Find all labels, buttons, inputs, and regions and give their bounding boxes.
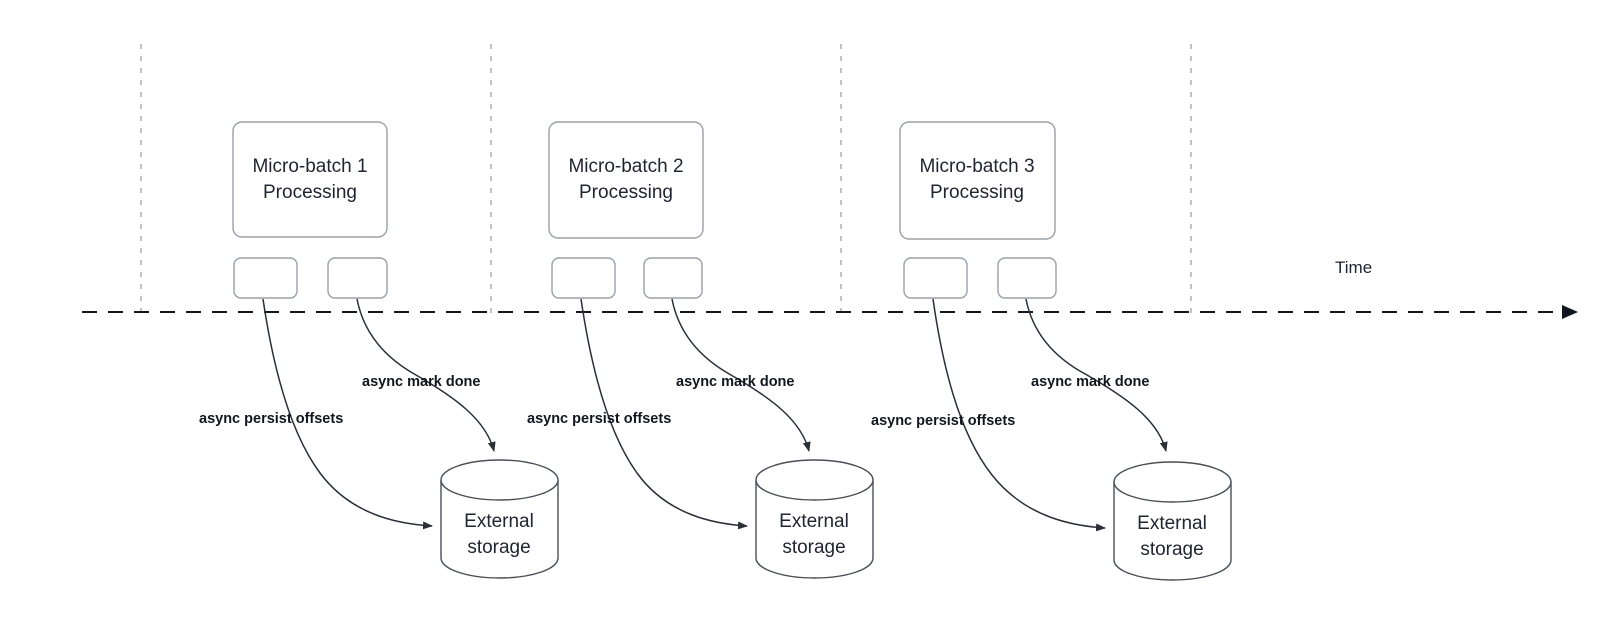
edge-mark-done-3 — [1025, 298, 1168, 452]
micro-batch-box-3[interactable] — [899, 121, 1056, 240]
edge-mark-done-2 — [671, 298, 811, 452]
micro-batch-label-3-line2: Processing — [930, 182, 1024, 203]
micro-batch-label-1-line2: Processing — [263, 182, 357, 203]
storage-label-3-line2: storage — [1140, 539, 1203, 560]
micro-batch-box-2[interactable] — [548, 121, 704, 239]
mini-task-box-1b[interactable] — [327, 257, 388, 299]
batch-group-1: Micro-batch 1 Processing async persist o… — [199, 121, 559, 579]
micro-batch-box-1[interactable] — [232, 121, 388, 238]
external-storage-cylinder-1[interactable]: External storage — [440, 459, 559, 579]
batch-group-2: Micro-batch 2 Processing async persist o… — [527, 121, 874, 579]
storage-label-2-line2: storage — [782, 537, 845, 558]
edge-label-persist-offsets-3: async persist offsets — [871, 413, 1015, 429]
storage-label-3-line1: External — [1137, 513, 1207, 534]
mini-task-box-2a[interactable] — [551, 257, 616, 299]
mini-task-box-3a[interactable] — [903, 257, 968, 299]
external-storage-cylinder-3[interactable]: External storage — [1113, 461, 1232, 581]
storage-label-2-line1: External — [779, 511, 849, 532]
mini-task-box-3b[interactable] — [997, 257, 1057, 299]
mini-task-box-2b[interactable] — [643, 257, 703, 299]
micro-batch-label-2-line1: Micro-batch 2 — [568, 156, 683, 177]
edge-persist-offsets-3 — [932, 298, 1106, 532]
time-axis-label: Time — [1335, 258, 1372, 277]
micro-batch-label-3-line1: Micro-batch 3 — [919, 156, 1034, 177]
edge-label-persist-offsets-1: async persist offsets — [199, 411, 343, 427]
timeline-axis: Time — [82, 258, 1578, 319]
edge-label-persist-offsets-2: async persist offsets — [527, 411, 671, 427]
edge-mark-done-1 — [356, 298, 496, 452]
external-storage-cylinder-2[interactable]: External storage — [755, 459, 874, 579]
batch-group-3: Micro-batch 3 Processing async persist o… — [871, 121, 1232, 581]
divider-group — [140, 44, 1192, 320]
storage-label-1-line1: External — [464, 511, 534, 532]
micro-batch-label-2-line2: Processing — [579, 182, 673, 203]
edge-label-mark-done-3: async mark done — [1031, 374, 1149, 390]
storage-label-1-line2: storage — [467, 537, 530, 558]
edge-persist-offsets-1 — [262, 298, 433, 530]
edge-label-mark-done-1: async mark done — [362, 374, 480, 390]
micro-batch-label-1-line1: Micro-batch 1 — [252, 156, 367, 177]
mini-task-box-1a[interactable] — [233, 257, 298, 299]
timeline-arrowhead — [1562, 305, 1578, 319]
edge-label-mark-done-2: async mark done — [676, 374, 794, 390]
edge-persist-offsets-2 — [580, 298, 748, 530]
